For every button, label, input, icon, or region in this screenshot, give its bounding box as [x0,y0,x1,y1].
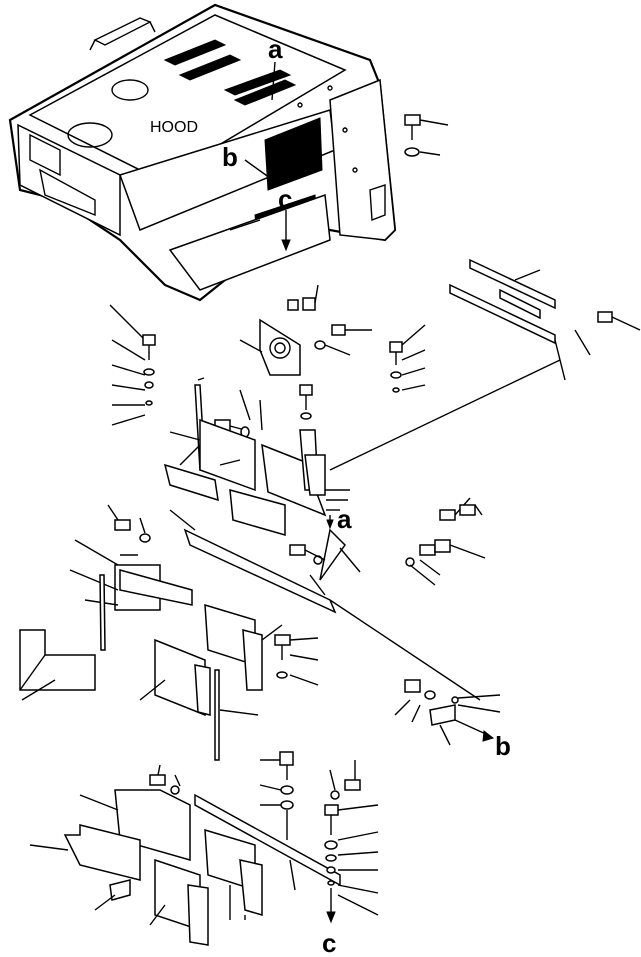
callout-a-top: a [268,34,283,64]
bracket-assembly-lower [19,497,501,761]
hood-assembly: HOOD [8,3,397,302]
callout-a-middle: a [337,504,352,534]
hood-label: HOOD [150,119,198,136]
bracket-assembly-middle [109,284,561,536]
rail-assembly-right [449,258,641,381]
callout-b-lower: b [495,731,511,761]
hood-bolt [404,114,449,157]
bracket-assembly-bottom [29,751,379,946]
callout-c-top: c [278,184,292,214]
callout-b-top: b [222,142,238,172]
callout-c-bottom: c [322,928,336,957]
